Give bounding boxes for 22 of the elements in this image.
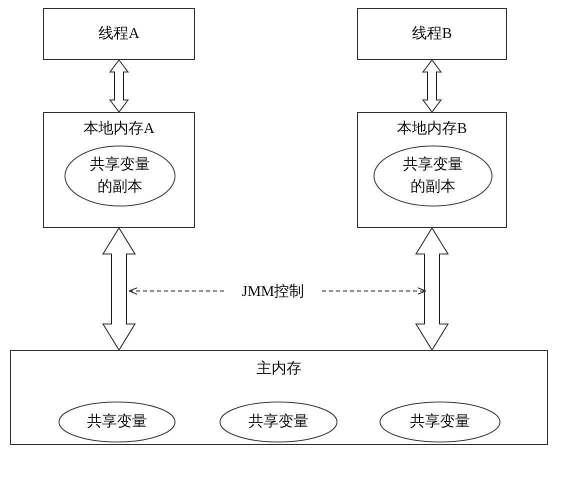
local-memory-box [43, 112, 195, 228]
box-title: 本地内存B [396, 120, 468, 138]
thread-box [43, 8, 195, 60]
thread-box [357, 8, 507, 60]
double-arrow [422, 59, 442, 113]
variable-label: 共享变量的副本 [402, 156, 464, 197]
variable-label: 共享变量 [410, 412, 470, 432]
local-memory-box [357, 112, 507, 228]
variable-label: 共享变量 [87, 412, 147, 432]
dashed-arrow [322, 287, 427, 295]
control-label: JMM控制 [242, 282, 304, 300]
variable-label: 共享变量的副本 [89, 156, 151, 197]
box-title: 线程A [98, 24, 140, 43]
variable-label: 共享变量 [248, 412, 308, 432]
double-arrow [109, 59, 129, 113]
main-memory-box [10, 350, 548, 445]
box-title: 本地内存A [82, 120, 156, 138]
box-title: 主内存 [256, 359, 302, 378]
dashed-arrow [128, 287, 224, 295]
double-arrow [102, 227, 136, 351]
double-arrow [415, 227, 449, 351]
box-title: 线程B [410, 24, 453, 43]
